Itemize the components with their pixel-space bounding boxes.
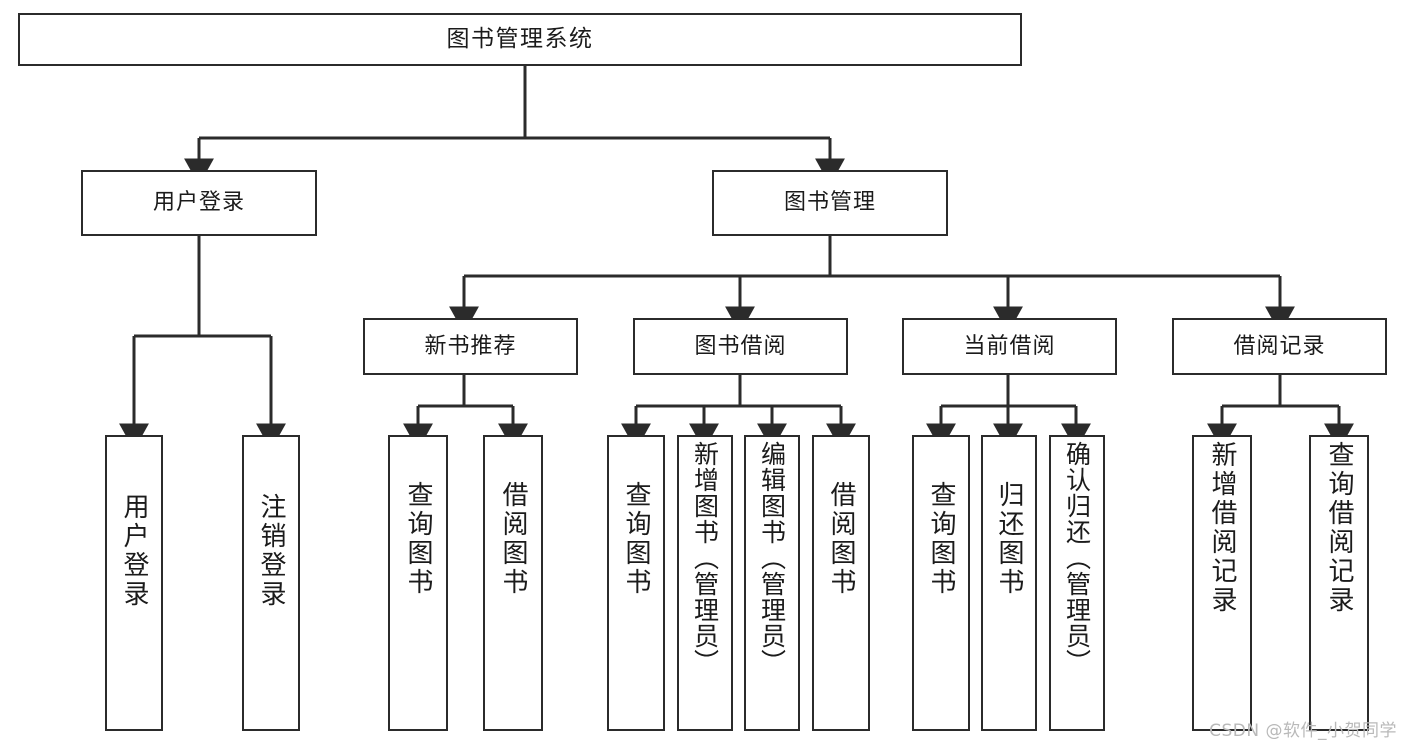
leaf-query-book-2[interactable]: 查询图书: [607, 435, 665, 731]
node-label: 新书推荐: [424, 333, 517, 359]
node-label: 借阅记录: [1233, 333, 1326, 359]
node-new-book-rec[interactable]: 新书推荐: [363, 318, 578, 375]
node-label: 查询图书: [621, 481, 651, 597]
csdn-watermark: CSDN @软件_小贺同学: [1209, 721, 1397, 741]
leaf-query-book-3[interactable]: 查询图书: [912, 435, 970, 731]
node-label: 用户登录: [152, 190, 245, 216]
leaf-borrow-book-2[interactable]: 借阅图书: [812, 435, 870, 731]
node-label: 归还图书: [994, 481, 1024, 597]
leaf-add-book[interactable]: 新增图书（管理员）: [677, 435, 733, 731]
node-label: 新增借阅记录: [1207, 441, 1237, 615]
leaf-return-book[interactable]: 归还图书: [981, 435, 1037, 731]
node-label: 图书管理: [783, 190, 876, 216]
node-label: 当前借阅: [963, 333, 1056, 359]
node-label: 查询图书: [403, 481, 433, 597]
node-root-system[interactable]: 图书管理系统: [18, 13, 1022, 66]
node-current-borrow[interactable]: 当前借阅: [902, 318, 1117, 375]
node-label: 图书管理系统: [446, 25, 594, 52]
node-label: 查询图书: [926, 481, 956, 597]
node-label: 注销登录: [256, 493, 286, 609]
node-label: 编辑图书（管理员）: [757, 441, 787, 675]
node-label: 用户登录: [119, 493, 149, 609]
node-label: 查询借阅记录: [1324, 441, 1354, 615]
leaf-edit-book[interactable]: 编辑图书（管理员）: [744, 435, 800, 731]
leaf-query-record[interactable]: 查询借阅记录: [1309, 435, 1369, 731]
node-label: 借阅图书: [826, 481, 856, 597]
leaf-query-book-1[interactable]: 查询图书: [388, 435, 448, 731]
node-book-borrow[interactable]: 图书借阅: [633, 318, 848, 375]
node-book-manage[interactable]: 图书管理: [712, 170, 948, 236]
node-label: 图书借阅: [694, 333, 787, 359]
leaf-borrow-book-1[interactable]: 借阅图书: [483, 435, 543, 731]
node-label: 确认归还（管理员）: [1062, 441, 1092, 675]
node-label: 借阅图书: [498, 481, 528, 597]
leaf-add-record[interactable]: 新增借阅记录: [1192, 435, 1252, 731]
leaf-logout-login[interactable]: 注销登录: [242, 435, 300, 731]
node-user-login[interactable]: 用户登录: [81, 170, 317, 236]
node-label: 新增图书（管理员）: [690, 441, 720, 675]
leaf-user-login[interactable]: 用户登录: [105, 435, 163, 731]
leaf-confirm-return[interactable]: 确认归还（管理员）: [1049, 435, 1105, 731]
node-borrow-record[interactable]: 借阅记录: [1172, 318, 1387, 375]
